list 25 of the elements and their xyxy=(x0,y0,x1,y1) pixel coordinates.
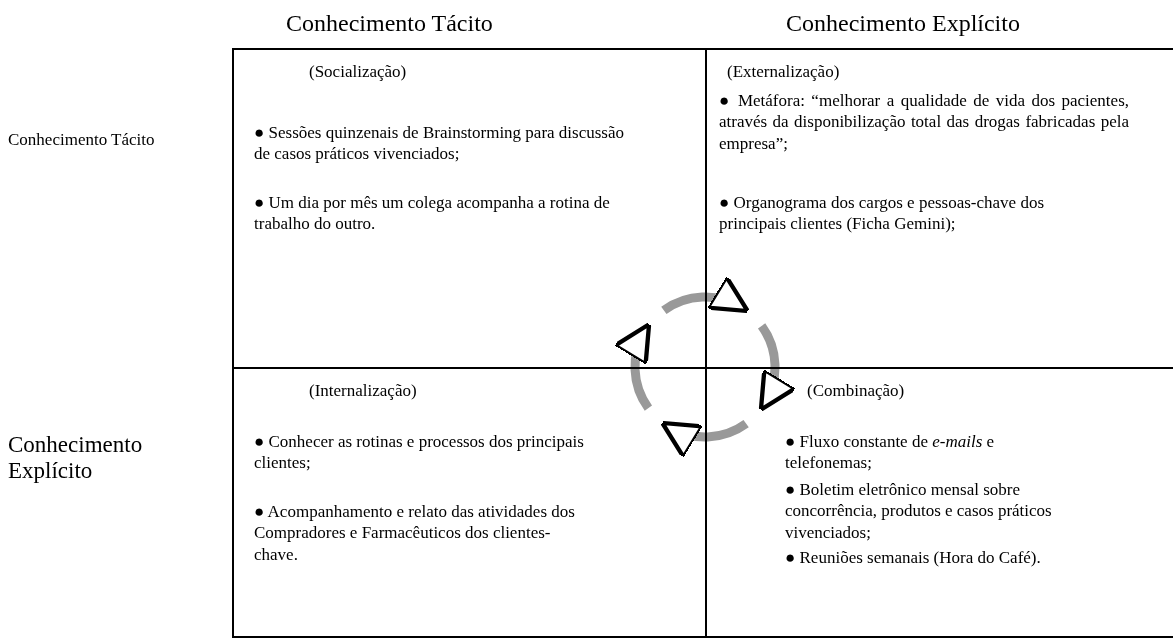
bullet-item: ● Organograma dos cargos e pessoas-chave dos principais clientes (Ficha Gemini); xyxy=(719,192,1045,235)
bullet-item: ● Acompanhamento e relato das atividades dos Compradores e Farmacêuticos dos clientes-chave. xyxy=(254,501,576,565)
quadrant-panel xyxy=(705,367,1173,638)
column-header: Conhecimento Explícito xyxy=(786,10,1020,37)
bullet-item: ● Um dia por mês um colega acompanha a rotina de trabalho do outro. xyxy=(254,192,611,235)
bullet-item: ● Sessões quinzenais de Brainstorming para discussão de casos práticos vivenciados; xyxy=(254,122,626,165)
quadrant-heading: (Combinação) xyxy=(807,381,905,401)
bullet-item: ● Metáfora: “melhorar a qualidade de vida dos pacientes, através da disponibilização total das drogas fabricadas pela empresa”; xyxy=(719,90,1129,154)
quadrant-heading: (Socialização) xyxy=(309,62,407,82)
quadrant-heading: (Externalização) xyxy=(727,62,840,82)
row-header: Conhecimento Explícito xyxy=(8,432,144,484)
quadrant-panel xyxy=(705,48,1173,367)
bullet-item: ● Reuniões semanais (Hora do Café). xyxy=(785,547,1042,569)
cycle-arrow xyxy=(661,275,751,315)
cycle-arrow xyxy=(757,323,797,413)
cycle-arrow xyxy=(613,321,653,411)
bullet-item: ● Fluxo constante de e-mails e telefonemas; xyxy=(785,431,996,474)
row-header: Conhecimento Tácito xyxy=(8,130,156,150)
column-header: Conhecimento Tácito xyxy=(286,10,493,37)
quadrant-heading: (Internalização) xyxy=(309,381,417,401)
quadrant-panel xyxy=(232,367,705,638)
quadrant-panel xyxy=(232,48,705,367)
cycle-arrow xyxy=(659,419,749,459)
bullet-item: ● Boletim eletrônico mensal sobre concorrência, produtos e casos práticos vivenciados; xyxy=(785,479,1053,543)
bullet-item: ● Conhecer as rotinas e processos dos principais clientes; xyxy=(254,431,584,474)
